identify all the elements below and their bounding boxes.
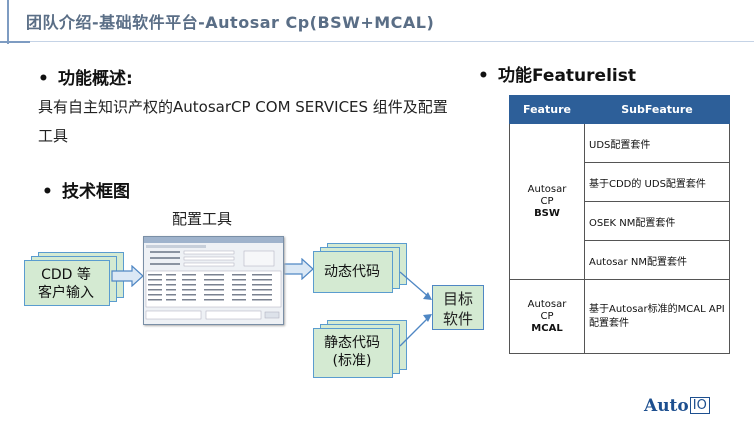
architecture-heading: 技术框图 [62,182,130,202]
feature-cell-mcal: Autosar CP MCAL [509,279,585,354]
feature-line3: MCAL [531,322,563,334]
target-line1: 目标 [442,290,473,308]
feature-line2: CP [540,310,554,322]
arrow-right-icon [283,258,314,280]
column-header-feature: Feature [509,95,585,124]
bullet-icon: • [38,69,49,89]
subfeature-cell: UDS配置套件 [584,123,730,163]
feature-line2: CP [540,195,554,207]
table-row: 基于CDD的 UDS配置套件 [510,162,730,202]
header-bar: 团队介绍-基础软件平台-Autosar Cp(BSW+MCAL) [0,0,754,44]
logo-suffix: IO [689,397,710,414]
subfeature-cell: 基于Autosar标准的MCAL API配置套件 [584,279,730,354]
input-doc-line2: 客户输入 [38,285,94,301]
bullet-icon: • [478,66,489,86]
doc-sheet [24,260,110,306]
input-document-stack: CDD 等 客户输入 [24,252,124,306]
feature-table: Feature SubFeature Autosar CP BSW UDS配置套… [509,95,730,354]
header-divider [30,41,754,42]
static-code-stack: 静态代码 (标准) [313,320,413,378]
subfeature-cell: 基于CDD的 UDS配置套件 [584,162,730,202]
featurelist-heading: 功能Featurelist [498,66,636,86]
config-tool-window-drawing [144,237,283,320]
header-accent-vertical [7,0,9,44]
arrow-right-icon [111,265,144,287]
overview-heading-row: • 功能概述: [38,64,133,89]
config-tool-label: 配置工具 [172,210,233,228]
column-header-subfeature: SubFeature [584,95,730,124]
input-doc-line1: CDD 等 [41,267,91,283]
static-code-label: 静态代码 (标准) [313,334,391,370]
architecture-heading-row: • 技术框图 [42,177,130,202]
dynamic-code-stack: 动态代码 [313,243,413,293]
table-row: OSEK NM配置套件 [510,201,730,241]
target-line2: 软件 [442,310,473,328]
doc-sheet [313,251,393,293]
overview-description: 具有自主知识产权的AutosarCP COM SERVICES 组件及配置工具 [38,98,448,145]
subfeature-cell: Autosar NM配置套件 [584,240,730,280]
subfeature-cell: OSEK NM配置套件 [584,201,730,241]
logo-text: Auto [644,396,689,416]
config-tool-screenshot [143,236,284,325]
dynamic-code-label: 动态代码 [324,264,380,280]
header-accent-horizontal [0,41,30,43]
static-code-line2: (标准) [332,353,372,369]
feature-line1: Autosar [527,298,567,310]
overview-heading: 功能概述: [58,69,133,89]
target-software-box: 目标 软件 [432,285,484,330]
input-doc-label: CDD 等 客户输入 [24,266,108,302]
doc-sheet [313,328,393,378]
bullet-icon: • [42,182,53,202]
static-code-line1: 静态代码 [324,335,380,351]
arrow-to-target-icon [399,271,432,347]
feature-cell-bsw: Autosar CP BSW [509,123,585,280]
feature-line3: BSW [534,207,560,219]
table-row: Autosar CP MCAL 基于Autosar标准的MCAL API配置套件 [509,279,730,354]
table-header-row: Feature SubFeature [509,95,730,124]
feature-line1: Autosar [527,183,567,195]
featurelist-heading-row: • 功能Featurelist [478,61,636,86]
table-row: Autosar CP BSW UDS配置套件 [509,123,730,280]
page-title: 团队介绍-基础软件平台-Autosar Cp(BSW+MCAL) [26,13,435,32]
